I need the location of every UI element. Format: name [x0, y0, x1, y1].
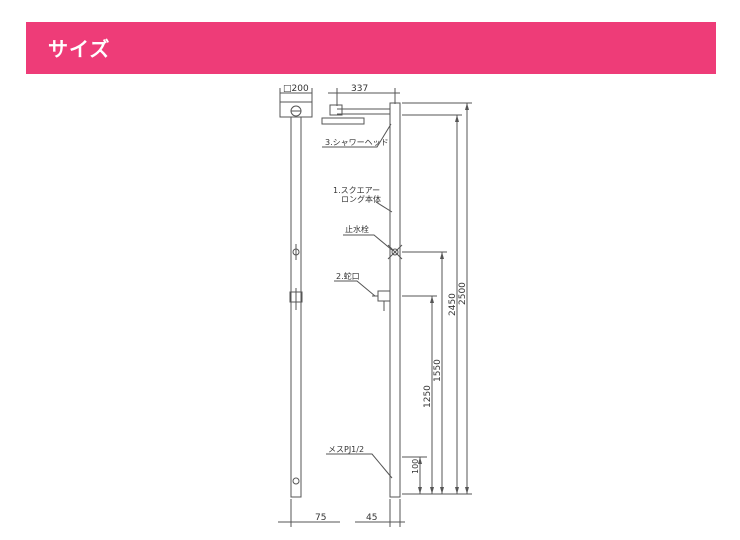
- callout-body-line1: 1.スクエアー: [333, 186, 380, 195]
- dim-label-337: 337: [351, 84, 368, 94]
- side-view-stop-valve: [391, 248, 399, 256]
- callout-shower-head: 3.シャワーヘッド: [325, 138, 389, 147]
- side-view-post: [389, 102, 401, 498]
- dim-label-100: 100: [411, 459, 420, 474]
- dim-label-1550: 1550: [433, 359, 443, 382]
- section-header-bar: サイズ: [26, 22, 716, 74]
- dim-label-1250: 1250: [423, 385, 433, 408]
- side-view-faucet: [377, 290, 391, 302]
- callout-body-line2: ロング本体: [341, 194, 381, 204]
- leader-faucet: [334, 280, 376, 297]
- section-title: サイズ: [48, 37, 111, 61]
- leader-thread: [326, 453, 393, 479]
- front-view-shower-head: [279, 101, 313, 118]
- callout-faucet: 2.蛇口: [336, 271, 360, 281]
- leader-body: [375, 201, 393, 213]
- side-view-shower-plate: [321, 117, 365, 125]
- leader-stop-valve: [343, 234, 393, 251]
- callout-thread: メスPJ1/2: [328, 445, 364, 454]
- dim-label-2450: 2450: [448, 293, 458, 316]
- callout-stop-valve: 止水栓: [345, 224, 369, 234]
- dim-label-75: 75: [315, 513, 326, 523]
- leader-shower-head: [322, 123, 392, 148]
- dim-label-square: □200: [283, 84, 309, 94]
- front-view-pipe-foot: [292, 477, 300, 485]
- dim-label-45: 45: [366, 513, 377, 523]
- dim-label-2500: 2500: [458, 282, 468, 305]
